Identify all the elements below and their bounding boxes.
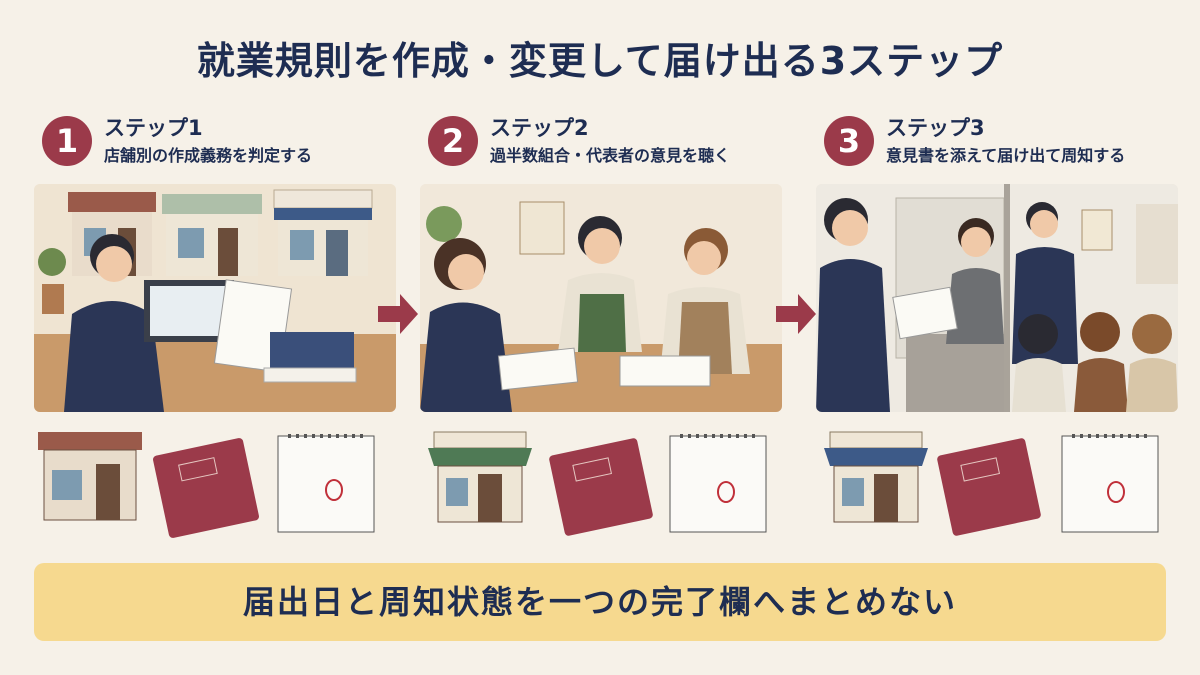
calendar-icon (277, 434, 375, 533)
calendar-icon (1061, 434, 1159, 533)
page-title: 就業規則を作成・変更して届け出る3ステップ (196, 39, 1004, 83)
summary-banner: 届出日と周知状態を一つの完了欄へまとめない (34, 563, 1166, 641)
step-3-label: ステップ3 (886, 116, 985, 140)
arrow-right-icon (776, 294, 816, 334)
step-1-label: ステップ1 (104, 116, 203, 140)
step-3-description: 意見書を添えて届け出て周知する (886, 146, 1126, 165)
step-2-icons (420, 424, 782, 542)
step-2-header: 2 ステップ2 過半数組合・代表者の意見を聴く (420, 112, 790, 174)
arrow-right-icon (378, 294, 418, 334)
step-3-illustration (816, 184, 1178, 412)
step-3-number: 3 (824, 116, 874, 166)
step-2-number: 2 (428, 116, 478, 166)
step-3-header: 3 ステップ3 意見書を添えて届け出て周知する (816, 112, 1186, 174)
step-1-icons (34, 424, 396, 542)
step-1-header: 1 ステップ1 店舗別の作成義務を判定する (34, 112, 404, 174)
step-1-number: 1 (42, 116, 92, 166)
step-2-label: ステップ2 (490, 116, 589, 140)
binder-icon (937, 438, 1041, 536)
step-2-description: 過半数組合・代表者の意見を聴く (490, 146, 731, 165)
binder-icon (549, 438, 653, 536)
step-1-illustration (34, 184, 396, 412)
calendar-icon (669, 434, 767, 533)
storefront-icon (38, 432, 142, 521)
storefront-icon (428, 431, 532, 523)
step-3: 3 ステップ3 意見書を添えて届け出て周知する (816, 112, 1186, 542)
step-2: 2 ステップ2 過半数組合・代表者の意見を聴く (420, 112, 790, 542)
step-3-icons (816, 424, 1178, 542)
storefront-icon (824, 431, 928, 523)
shop-front-icon (273, 189, 373, 276)
shop-front-icon (162, 194, 262, 276)
step-2-illustration (420, 184, 782, 412)
step-1-description: 店舗別の作成義務を判定する (104, 146, 313, 165)
binder-icon (153, 438, 259, 538)
step-1: 1 ステップ1 店舗別の作成義務を判定する (34, 112, 404, 542)
